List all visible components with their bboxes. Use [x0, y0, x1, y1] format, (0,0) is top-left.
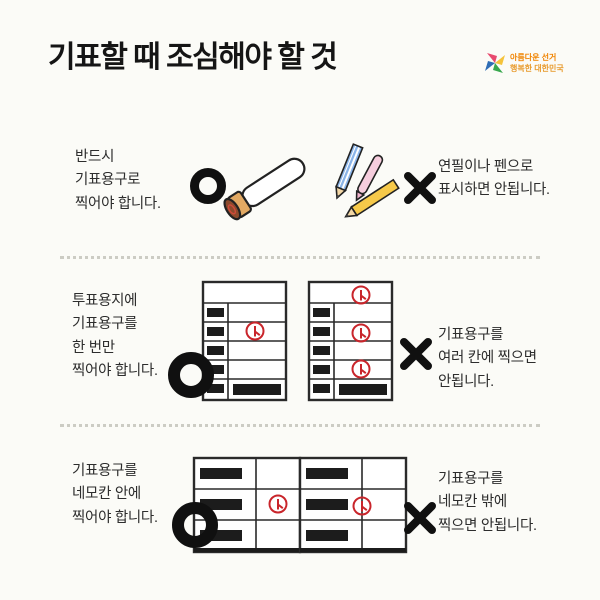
- ballot-one-stamp-icon: [201, 280, 288, 402]
- wrong-x-icon: [404, 172, 436, 204]
- page-title: 기표할 때 조심해야 할 것: [48, 41, 338, 74]
- rule3-dont-text: 기표용구를 네모칸 밖에 찍으면 안됩니다.: [438, 471, 537, 534]
- pencil-pen-icon: [335, 143, 400, 218]
- rule-row-stamp-tool: 반드시 기표용구로 찍어야 합니다.: [0, 140, 600, 258]
- logo-slogan-line1: 아름다운 선거: [510, 53, 557, 62]
- dotted-divider: [60, 256, 540, 259]
- logo-slogan-line2: 행복한 대한민국: [510, 64, 564, 74]
- pinwheel-logo-icon: [485, 53, 505, 74]
- correct-o-icon: [172, 502, 218, 548]
- rule1-dont-text: 연필이나 펜으로 표시하면 안됩니다.: [438, 159, 550, 199]
- rule1-do-text: 반드시 기표용구로 찍어야 합니다.: [75, 149, 161, 212]
- rule2-dont-text: 기표용구를 여러 칸에 찍으면 안됩니다.: [438, 327, 537, 390]
- rule2-do-text: 투표용지에 기표용구를 한 번만 찍어야 합니다.: [72, 293, 158, 380]
- ballot-stamp-on-border-icon: [298, 456, 408, 554]
- rule-row-stamp-once: 투표용지에 기표용구를 한 번만 찍어야 합니다.: [0, 272, 600, 422]
- rule3-do-text: 기표용구를 네모칸 안에 찍어야 합니다.: [72, 463, 158, 526]
- ballot-stamp-tool-icon: [223, 157, 306, 221]
- wrong-x-icon: [404, 502, 436, 534]
- correct-o-icon: [168, 352, 214, 398]
- correct-o-icon: [190, 168, 226, 204]
- wrong-x-icon: [400, 338, 432, 370]
- nec-logo: 아름다운 선거 행복한 대한민국: [484, 52, 564, 74]
- ballot-three-stamps-icon: [307, 280, 394, 402]
- rule-row-stamp-inside-box: 기표용구를 네모칸 안에 찍어야 합니다.: [0, 438, 600, 593]
- dotted-divider: [60, 424, 540, 427]
- logo-slogan: 아름다운 선거 행복한 대한민국: [510, 52, 564, 74]
